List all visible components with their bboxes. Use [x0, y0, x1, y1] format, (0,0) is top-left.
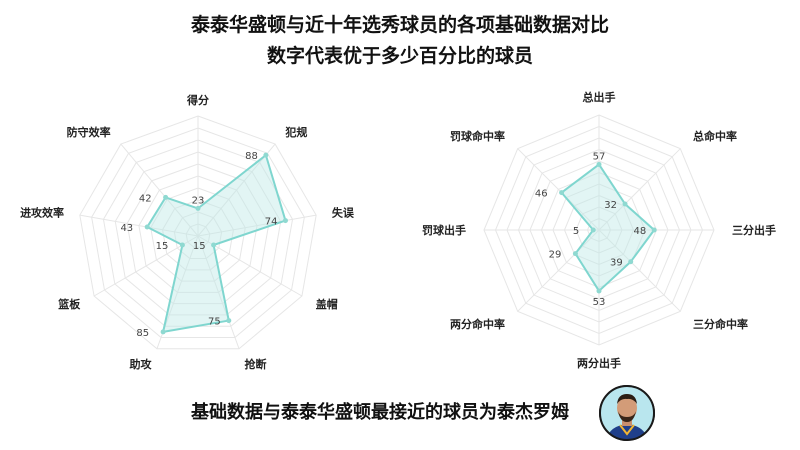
radar2-value-label: 39 [610, 258, 623, 269]
radar1-point-防守效率 [163, 194, 169, 200]
radar1-value-label: 75 [208, 317, 221, 328]
radar2-value-label: 48 [633, 226, 646, 237]
radar2-point-三分命中率 [628, 259, 634, 265]
radar2-value-label: 53 [593, 297, 606, 308]
radar2-value-label: 32 [604, 200, 617, 211]
radar1-value-label: 43 [120, 223, 133, 234]
radar1-spoke [197, 235, 240, 349]
radar1-spoke [79, 214, 199, 237]
radar2-axis-label-三分出手: 三分出手 [732, 223, 776, 237]
radar1-grid-ring [150, 187, 246, 282]
radar1-axis-label-犯规: 犯规 [284, 125, 307, 139]
radar1-grid-ring [185, 223, 211, 248]
radar1-value-label: 23 [192, 195, 205, 206]
radar1-point-抢断 [226, 318, 232, 324]
radar1-point-失误 [282, 218, 288, 224]
radar1-series-area [146, 154, 287, 333]
radar2-axis-label-罚球出手: 罚球出手 [422, 223, 466, 237]
radar1-axis-label-抢断: 抢断 [245, 357, 267, 371]
radar2-point-罚球出手 [590, 227, 596, 233]
radar1-axis-label-防守效率: 防守效率 [67, 125, 111, 139]
radar1-grid-ring [173, 211, 223, 260]
radar2-point-两分命中率 [572, 251, 578, 257]
radar1-grid-ring [138, 175, 258, 293]
radar1-point-得分 [195, 205, 201, 211]
radar1-axis-label-进攻效率: 进攻效率 [20, 205, 64, 219]
radar2-point-罚球命中率 [559, 190, 565, 196]
radar1-axis-label-助攻: 助攻 [129, 357, 152, 371]
radar1-spoke [197, 214, 317, 237]
radar1-value-label: 42 [139, 193, 152, 204]
radar1-point-进攻效率 [144, 224, 150, 230]
player-avatar [599, 385, 655, 441]
radar1-axis-label-得分: 得分 [186, 93, 209, 107]
radar1-axis-label-篮板: 篮板 [57, 297, 81, 311]
radar2-axis-label-总出手: 总出手 [583, 90, 616, 104]
radar1-value-label: 88 [245, 151, 258, 162]
radar1-grid-ring [114, 151, 282, 316]
radar2-axis-label-两分命中率: 两分命中率 [450, 317, 505, 331]
radar1-grid-ring [162, 199, 234, 271]
radar2-value-label: 5 [573, 226, 579, 237]
radar2-value-label: 57 [593, 151, 606, 162]
radar1-spoke [120, 143, 199, 237]
radar1-value-label: 15 [193, 241, 206, 252]
radar2-spoke [598, 229, 681, 312]
radar2-value-label: 29 [549, 250, 562, 261]
radar2-point-三分出手 [651, 227, 657, 233]
radar2-axis-label-罚球命中率: 罚球命中率 [450, 129, 505, 143]
radar2-spoke [517, 229, 600, 312]
radar2-spoke [598, 148, 681, 231]
radar2-point-两分出手 [596, 288, 602, 294]
radar1-value-label: 15 [156, 241, 169, 252]
radar2-value-label: 46 [535, 189, 548, 200]
radar1-point-篮板 [179, 242, 185, 248]
radar1-point-助攻 [160, 329, 166, 335]
radar1-grid-ring [126, 163, 270, 305]
radar2-spoke [517, 148, 600, 231]
chart-title-line2: 数字代表优于多少百分比的球员 [266, 45, 533, 67]
radar2-axis-label-三分命中率: 三分命中率 [693, 317, 748, 331]
radar2-point-总命中率 [622, 201, 628, 207]
radar2-axis-label-总命中率: 总命中率 [693, 129, 737, 143]
radar1-spoke [197, 143, 276, 237]
radar1-point-犯规 [263, 152, 269, 158]
radar2-point-总出手 [596, 161, 602, 167]
radar1-axis-label-失误: 失误 [332, 205, 355, 219]
footer-caption: 基础数据与泰泰华盛顿最接近的球员为泰杰罗姆 [191, 402, 569, 423]
radar1-value-label: 85 [136, 328, 149, 339]
radar1-value-label: 74 [265, 217, 278, 228]
radar1-point-盖帽 [211, 242, 217, 248]
radar1-axis-label-盖帽: 盖帽 [316, 297, 338, 311]
radar2-axis-label-两分出手: 两分出手 [577, 356, 621, 370]
radar1-grid-ring [79, 115, 317, 350]
radar1-grid-ring [91, 127, 305, 338]
chart-title-line1: 泰泰华盛顿与近十年选秀球员的各项基础数据对比 [190, 14, 609, 36]
